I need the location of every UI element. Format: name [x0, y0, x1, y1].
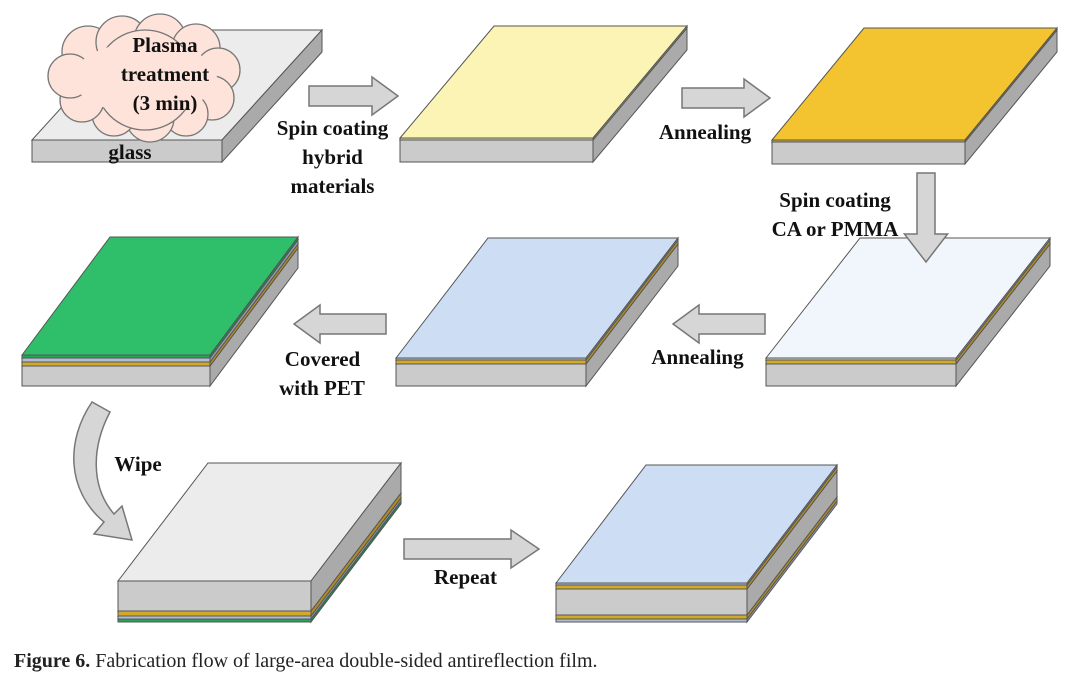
double-sided-slab-layer2-front [555, 588, 748, 616]
hybrid-coated-slab-layer1-side [592, 24, 688, 142]
wiped-inverted-slab-layer3-front [117, 580, 312, 612]
pet-covered-slab-layer3-front [21, 354, 211, 359]
arrow-wipe-curved [73, 401, 134, 541]
pet-covered-slab-layer2-front [21, 357, 211, 363]
spin-ca-label-1: Spin coating [779, 188, 891, 212]
arrow-covered-pet [292, 303, 387, 345]
wiped-inverted-slab-layer3-side [310, 461, 402, 613]
spin-hybrid-label-3: materials [290, 174, 375, 198]
annealed-ca-slab-layer1-front [395, 359, 587, 365]
annealed-hybrid-slab-layer1-front [771, 139, 966, 143]
arrow-repeat [403, 528, 541, 570]
ca-coated-slab-layer2-front [765, 357, 957, 361]
plasma-label-2: treatment [120, 62, 210, 86]
spin-ca-label-2: CA or PMMA [771, 217, 899, 241]
annealed-ca-slab-layer2-side [585, 236, 679, 362]
glass-label: glass [108, 140, 152, 164]
hybrid-coated-slab-layer1-front [399, 137, 594, 141]
plasma-label-3: (3 min) [132, 91, 198, 115]
double-sided-slab-layer4-side [746, 463, 838, 587]
covered-label-1: Covered [284, 347, 361, 371]
spin-hybrid-label-1: Spin coating [276, 116, 389, 140]
ca-coated-slab-layer0-front [765, 363, 957, 387]
double-sided-slab-layer3-front [555, 584, 748, 590]
annealed-hybrid-slab-layer1-side [964, 26, 1058, 144]
double-sided-slab-layer4-front [555, 582, 748, 586]
ca-coated-slab-layer2-side [955, 236, 1051, 362]
annealed-hybrid-slab-layer0-front [771, 141, 966, 165]
spin-hybrid-label-2: hybrid [302, 145, 363, 169]
ca-coated-slab-layer1-front [765, 359, 957, 365]
annealed-ca-slab-layer2-front [395, 357, 587, 361]
caption-prefix: Figure 6. [14, 650, 91, 672]
figure-caption: Figure 6. Fabrication flow of large-area… [14, 650, 598, 673]
plasma-cloud-fill [73, 42, 217, 114]
annealed-ca-slab-layer0-front [395, 363, 587, 387]
repeat-label: Repeat [434, 565, 497, 589]
hybrid-coated-slab-layer0-front [399, 139, 594, 163]
annealing-label-1: Annealing [658, 120, 752, 144]
glass-substrate-layer0-side [221, 28, 323, 164]
pet-covered-slab-layer0-front [21, 365, 211, 387]
plasma-label-1: Plasma [132, 33, 198, 57]
double-sided-slab-layer1-front [555, 614, 748, 620]
wipe-label: Wipe [114, 452, 162, 476]
caption-text: Fabrication flow of large-area double-si… [90, 650, 598, 672]
pet-covered-slab-layer3-side [209, 235, 299, 360]
arrow-spin-ca [902, 172, 950, 264]
arrow-annealing-1 [681, 77, 772, 119]
wiped-inverted-slab-layer2-front [117, 610, 312, 617]
arrow-spin-hybrid [308, 75, 400, 117]
arrow-annealing-2 [671, 303, 766, 345]
annealing-label-2: Annealing [651, 345, 744, 369]
covered-label-2: with PET [279, 376, 365, 400]
pet-covered-slab-layer1-front [21, 361, 211, 367]
